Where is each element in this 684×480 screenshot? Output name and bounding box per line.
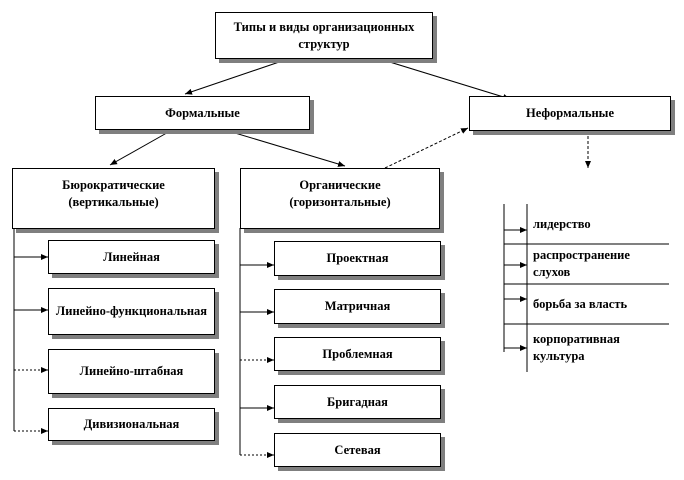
component-rumors: распространение слухов [533,248,630,279]
arrow-organic-informal [384,127,469,169]
arrow-formal-bureaucratic [109,129,173,166]
component-power-struggle: борьба за власть [533,296,628,311]
arrow-root-formal [184,58,289,95]
organic-node: Органические (горизонтальные) [240,168,440,229]
informal-node: Неформальные [469,96,671,131]
structure-linear-staff: Линейно-штабная [48,349,215,394]
structure-problem: Проблемная [274,337,441,371]
structure-linear-functional: Линейно-функциональная [48,288,215,335]
informal-label: Неформальные [525,106,614,121]
bureaucratic-title: Бюрократические (вертикальные) [62,177,165,209]
arrow-formal-organic [224,129,346,167]
bureaucratic-node: Бюрократические (вертикальные) [12,168,215,229]
component-leadership: лидерство [533,216,591,231]
structure-network: Сетевая [274,433,441,467]
root-node: Типы и виды организационных структур [215,12,433,59]
root-title: Типы и виды организационных структур [233,19,415,51]
formal-node: Формальные [95,96,310,130]
arrow-root-informal [379,58,511,100]
component-corporate-culture: корпоративная культура [533,332,620,363]
structure-project: Проектная [274,241,441,276]
structure-matrix: Матричная [274,289,441,324]
formal-label: Формальные [165,105,240,120]
organic-title: Органические (горизонтальные) [289,177,391,209]
structure-linear: Линейная [48,240,215,274]
structure-divisional: Дивизиональная [48,408,215,441]
structure-brigade: Бригадная [274,385,441,419]
